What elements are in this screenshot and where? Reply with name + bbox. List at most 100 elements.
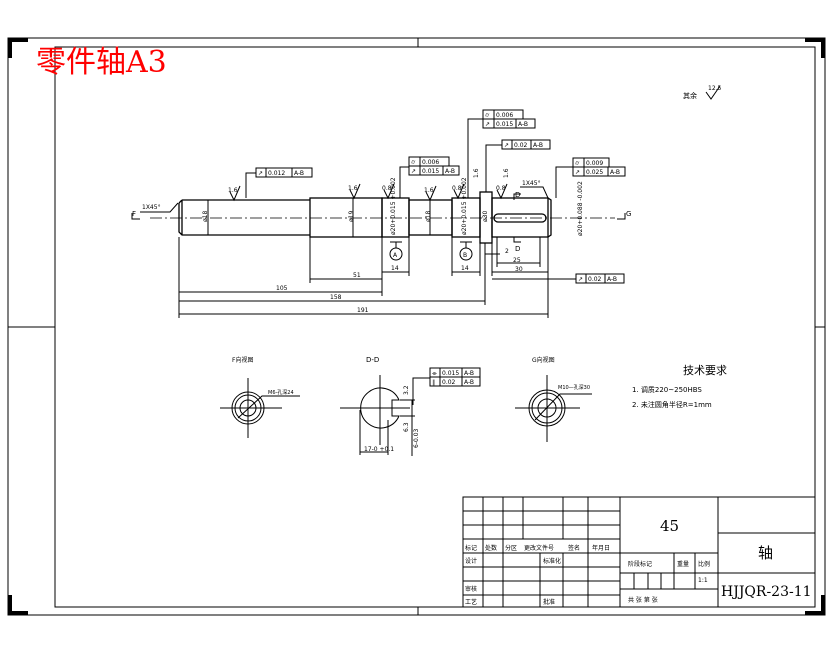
svg-text:⌭: ⌭ <box>575 160 580 167</box>
view-arrows <box>131 213 626 220</box>
fcf-6: ↗ 0.02 A-B <box>492 273 625 284</box>
dimension-values: 105 158 191 51 14 14 25 30 2 <box>276 248 523 314</box>
svg-text:0.8: 0.8 <box>452 185 462 192</box>
svg-text:⌯: ⌯ <box>432 370 437 377</box>
svg-text:↗: ↗ <box>504 142 509 149</box>
svg-text:1.6: 1.6 <box>503 168 510 178</box>
shaft-outline <box>178 191 552 244</box>
outer-frame <box>7 37 826 616</box>
svg-text:158: 158 <box>330 294 342 301</box>
center-marks <box>8 38 825 615</box>
diameter-labels: ø18 ø19 ø20+0.015 +0.002 ø18 ø20+0.015 +… <box>202 177 584 236</box>
svg-text:A-B: A-B <box>464 379 474 386</box>
svg-text:0.012: 0.012 <box>268 170 285 177</box>
svg-text:M10—孔深30: M10—孔深30 <box>558 384 590 391</box>
svg-text:ø19: ø19 <box>348 211 355 222</box>
svg-text:0.015: 0.015 <box>496 121 513 128</box>
svg-text:↗: ↗ <box>485 121 490 128</box>
svg-text:ø30: ø30 <box>482 211 489 222</box>
svg-text:51: 51 <box>353 272 361 279</box>
svg-text:↗: ↗ <box>411 168 416 175</box>
svg-text:30: 30 <box>515 266 523 273</box>
svg-text:共 张 第 张: 共 张 第 张 <box>628 596 658 604</box>
svg-text:1.6: 1.6 <box>348 185 358 192</box>
svg-text:0.8: 0.8 <box>382 185 392 192</box>
svg-text:14: 14 <box>391 265 399 272</box>
svg-text:审核: 审核 <box>465 585 477 593</box>
dimension-lines <box>178 237 549 318</box>
svg-text:1.6: 1.6 <box>473 168 480 178</box>
title-block: 标记 处数 分区 更改文件号 签名 年月日 设计 标准化 审核 工艺 批准 阶段… <box>462 496 816 608</box>
svg-text:0.02: 0.02 <box>442 379 456 386</box>
svg-text:ø20+0.088 -0.002: ø20+0.088 -0.002 <box>577 181 584 236</box>
svg-text:⌭: ⌭ <box>411 159 416 166</box>
view-label-g: G <box>626 210 631 218</box>
svg-text:A-B: A-B <box>607 276 617 283</box>
drawing-title: 零件轴A3 <box>36 45 167 80</box>
svg-text:批准: 批准 <box>543 598 555 606</box>
svg-text:A-B: A-B <box>518 121 528 128</box>
svg-text:0.02: 0.02 <box>514 142 528 149</box>
svg-text:A-B: A-B <box>533 142 543 149</box>
svg-text:0.02: 0.02 <box>588 276 602 283</box>
section-mark-top: D <box>515 191 520 199</box>
svg-text:工艺: 工艺 <box>465 598 477 606</box>
roughness-marks: 1.6 1.6 0.8 1.6 0.8 1.6 1.6 0.8 <box>228 168 510 202</box>
svg-text:重量: 重量 <box>677 560 689 568</box>
svg-text:3.2: 3.2 <box>403 385 410 395</box>
svg-text:比例: 比例 <box>698 560 710 568</box>
svg-text:2. 未注圆角半径R=1mm: 2. 未注圆角半径R=1mm <box>632 400 712 409</box>
svg-text:2: 2 <box>505 248 509 255</box>
svg-text:D-D: D-D <box>366 356 379 364</box>
svg-text:17-0 +0.1: 17-0 +0.1 <box>364 446 394 453</box>
svg-text:↗: ↗ <box>575 169 580 176</box>
svg-text:105: 105 <box>276 285 288 292</box>
svg-text:0.015: 0.015 <box>422 168 439 175</box>
svg-text:0.009: 0.009 <box>586 160 603 167</box>
svg-text:轴: 轴 <box>758 544 773 562</box>
section-mark-bottom: D <box>515 245 520 253</box>
svg-text:0.006: 0.006 <box>496 112 513 119</box>
svg-text:更改文件号: 更改文件号 <box>524 544 554 552</box>
technical-requirements: 技术要求 1. 调质220~250HBS 2. 未注圆角半径R=1mm <box>632 364 727 409</box>
g-view: G向视图 M10—孔深30 <box>515 356 592 442</box>
svg-text:1. 调质220~250HBS: 1. 调质220~250HBS <box>632 385 702 394</box>
svg-text:设计: 设计 <box>465 557 477 565</box>
svg-text:F向视图: F向视图 <box>232 356 253 364</box>
chamfer-left: 1X45° <box>142 204 161 211</box>
datum-a: A <box>389 241 403 261</box>
svg-text:6.3: 6.3 <box>403 422 410 432</box>
roughness-symbol-icon <box>705 85 721 100</box>
svg-text:分区: 分区 <box>505 544 517 552</box>
fcf-4: ↗ 0.02 A-B <box>485 139 551 192</box>
svg-text:1.6: 1.6 <box>424 187 434 194</box>
svg-text:↗: ↗ <box>578 276 583 283</box>
svg-text:191: 191 <box>357 307 369 314</box>
svg-text:HJJQR-23-11: HJJQR-23-11 <box>721 584 812 600</box>
svg-text:1.6: 1.6 <box>228 187 238 194</box>
svg-text:14: 14 <box>461 265 469 272</box>
svg-text:6-0.03: 6-0.03 <box>413 428 420 448</box>
svg-text:G向视图: G向视图 <box>532 356 555 364</box>
inner-frame <box>54 46 816 608</box>
svg-text:签名: 签名 <box>568 544 580 552</box>
svg-text:ø20+0.015 +0.002: ø20+0.015 +0.002 <box>390 177 397 235</box>
svg-text:25: 25 <box>513 257 521 264</box>
roughness-other-label: 其余 <box>683 91 697 100</box>
svg-text:ø18: ø18 <box>202 211 209 222</box>
svg-text:0.8: 0.8 <box>496 185 506 192</box>
svg-text:处数: 处数 <box>485 544 497 552</box>
svg-text:年月日: 年月日 <box>592 544 610 552</box>
svg-text:∥: ∥ <box>432 379 435 386</box>
svg-text:标准化: 标准化 <box>543 557 561 565</box>
datum-b: B <box>459 241 473 261</box>
svg-text:阶段标记: 阶段标记 <box>628 560 652 568</box>
svg-text:技术要求: 技术要求 <box>683 364 727 377</box>
corner-marks <box>8 38 825 615</box>
svg-text:45: 45 <box>660 517 679 535</box>
